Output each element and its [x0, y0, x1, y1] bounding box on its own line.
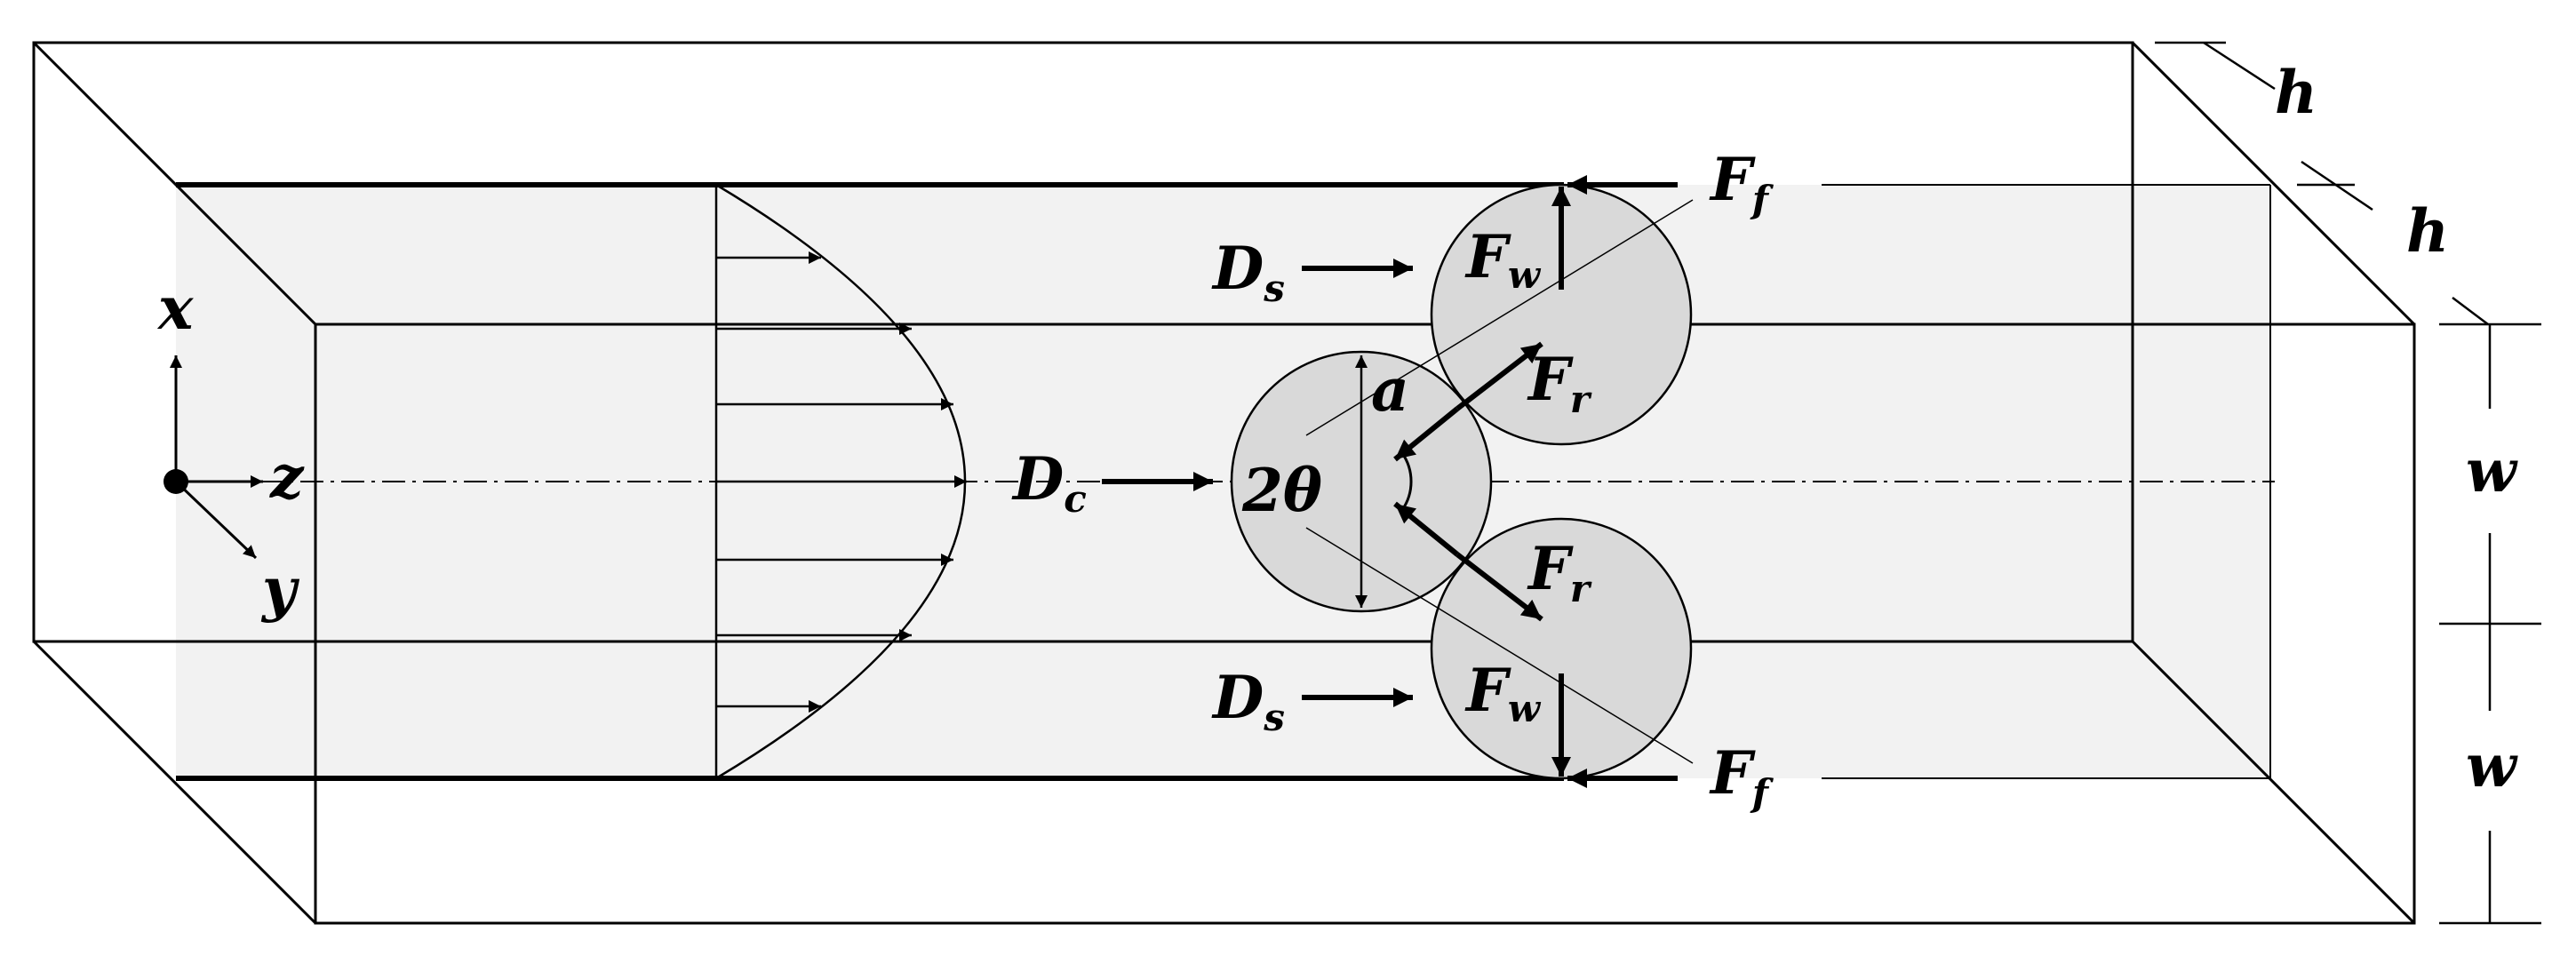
label-dc: Dc — [1011, 444, 1087, 521]
edge-bl — [32, 640, 317, 925]
labels: h h w w x z y Dc Ds Ds Ff Ff Fw Fw Fr — [156, 58, 2518, 815]
label-angle: 2θ — [1241, 456, 1322, 525]
label-radius: a — [1371, 355, 1409, 425]
label-h-top: h — [2275, 58, 2317, 127]
label-axis-y: y — [260, 554, 300, 624]
axes-origin — [163, 469, 188, 494]
fr-top-arrow-a — [1393, 406, 1459, 462]
label-ff-top: Ff — [1709, 145, 1774, 221]
front-face — [314, 323, 2416, 925]
diagonal-bottom — [1305, 527, 1694, 764]
label-ds-bottom: Ds — [1211, 663, 1285, 739]
edge-br — [2131, 640, 2416, 925]
label-ds-top: Ds — [1211, 234, 1285, 310]
edge-tl — [32, 41, 317, 326]
h-dim-lower-line-2 — [2452, 297, 2489, 325]
label-fw-bottom: Fw — [1464, 656, 1542, 730]
dimensions — [2155, 41, 2541, 925]
fr-bottom-arrow-b — [1455, 552, 1543, 622]
force-arrows — [1102, 175, 1678, 788]
label-w-top: w — [2466, 436, 2518, 506]
label-fr-bottom: Fr — [1527, 534, 1592, 610]
label-axis-x: x — [156, 274, 194, 343]
fr-bottom-arrow-a — [1393, 501, 1459, 557]
label-axis-z: z — [269, 442, 305, 512]
velocity-profile — [714, 183, 967, 780]
back-face — [32, 41, 2134, 643]
y-axis-arrow — [174, 480, 258, 560]
label-fw-top: Fw — [1464, 222, 1542, 297]
fr-top-arrow-b — [1455, 341, 1543, 411]
channel-midplane — [176, 185, 2270, 778]
label-w-bottom: w — [2466, 731, 2518, 801]
diagonal-top — [1305, 199, 1694, 436]
label-h-bottom: h — [2406, 196, 2449, 266]
coordinate-axes — [170, 355, 263, 560]
label-fr-top: Fr — [1527, 345, 1592, 421]
edge-tr — [2131, 41, 2416, 326]
h-dim-upper-line — [2203, 41, 2276, 91]
channel-box — [32, 41, 2416, 925]
